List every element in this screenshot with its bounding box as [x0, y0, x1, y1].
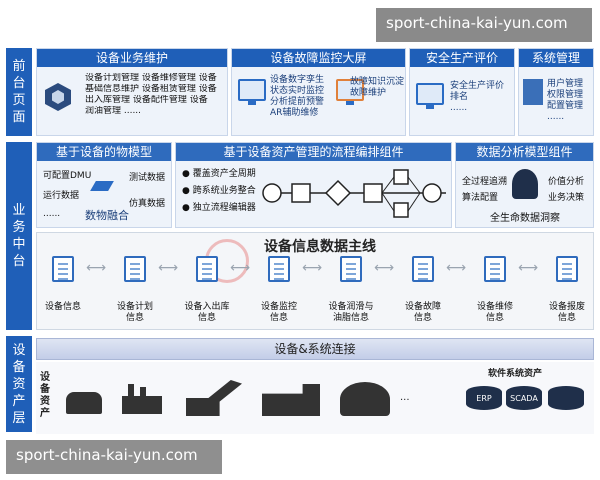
monitor-icon [238, 79, 266, 105]
document-icon [196, 256, 218, 282]
fault-text: 设备数字孪生 [270, 75, 325, 85]
fault-text: 故障维护 [350, 88, 387, 98]
maint-row: 润油管理 ...... [85, 106, 142, 116]
flow-diagram [262, 169, 446, 218]
document-icon [52, 256, 74, 282]
model-item: 测试数据 [129, 173, 166, 183]
bus-node-label: 设备入出库 信息 [184, 302, 230, 323]
flow-bullet: ● 跨系统业务整合 [182, 186, 256, 196]
flow-bullet: ● 覆盖资产全周期 [182, 169, 256, 179]
panel-title: 设备故障监控大屏 [232, 49, 405, 67]
hexagon-icon [45, 83, 71, 111]
analysis-item: 算法配置 [462, 193, 499, 203]
layer-label-device: 设备资产层 [6, 336, 32, 432]
panel-title: 基于设备资产管理的流程编排组件 [176, 143, 451, 161]
bus-node-label: 设备故障 信息 [404, 302, 441, 323]
bus-node-label: 设备维修 信息 [476, 302, 513, 323]
maint-row: 出入库管理 设备配件管理 设备 [85, 95, 208, 105]
watermark-top: sport-china-kai-yun.com [376, 8, 592, 42]
document-icon [268, 256, 290, 282]
maint-row: 基础信息维护 设备租赁管理 设备 [85, 84, 217, 94]
bus-node-label: 设备监控 信息 [260, 302, 297, 323]
crusher-icon [340, 382, 390, 416]
panel-system-management: 系统管理 用户管理 权限管理 配置管理 ...... [518, 48, 594, 136]
fault-text: 故障知识沉淀 [350, 77, 405, 87]
bidirectional-arrow-icon: ⟷ [446, 260, 467, 276]
panel-device-assets: 设备资产 ... 软件系统资产 ERP SCADA [36, 362, 594, 434]
erp-cylinder: ERP [466, 386, 502, 410]
bidirectional-arrow-icon: ⟷ [158, 260, 179, 276]
document-icon [340, 256, 362, 282]
user-icon [523, 79, 543, 105]
panel-title: 基于设备的物模型 [37, 143, 171, 161]
document-icon [412, 256, 434, 282]
watermark-bottom: sport-china-kai-yun.com [6, 440, 222, 474]
more-devices: ... [400, 392, 410, 403]
plane-icon [90, 181, 114, 191]
brain-icon [512, 169, 538, 199]
sys-item: 用户管理 [547, 79, 584, 89]
safety-text: 安全生产评价 [450, 81, 505, 91]
model-item: 运行数据 [43, 191, 80, 201]
panel-device-maintenance: 设备业务维护 设备计划管理 设备维修管理 设备 基础信息维护 设备租赁管理 设备… [36, 48, 228, 136]
fault-text: 分析提前预警 [270, 97, 325, 107]
panel-fault-monitor: 设备故障监控大屏 设备数字孪生 状态实时监控 分析提前预警 AR辅助维修 故障知… [231, 48, 406, 136]
flow-bullet: ● 独立流程编辑器 [182, 203, 256, 213]
analysis-item: 价值分析 [548, 177, 585, 187]
bus-node-label: 设备计划 信息 [116, 302, 153, 323]
asset-label: 设备资产 [40, 372, 50, 419]
safety-text: ...... [450, 103, 468, 113]
analysis-item: 全生命数据洞察 [490, 213, 560, 224]
chart-monitor-icon [336, 79, 364, 105]
model-item: 数物融合 [85, 209, 129, 222]
panel-data-analysis: 数据分析模型组件 全过程追溯 算法配置 价值分析 业务决策 全生命数据洞察 [455, 142, 594, 228]
panel-title: 设备业务维护 [37, 49, 227, 67]
fault-text: AR辅助维修 [270, 108, 319, 118]
model-item: 仿真数据 [129, 199, 166, 209]
panel-title: 数据分析模型组件 [456, 143, 593, 161]
database-cylinder [548, 386, 584, 410]
panel-title: 安全生产评价 [410, 49, 514, 67]
factory-icon [122, 384, 162, 414]
dump-truck-icon [262, 384, 320, 416]
layer-label-middle: 业务中台 [6, 142, 32, 330]
bidirectional-arrow-icon: ⟷ [302, 260, 323, 276]
bidirectional-arrow-icon: ⟷ [518, 260, 539, 276]
analysis-item: 业务决策 [548, 193, 585, 203]
bus-title: 设备信息数据主线 [264, 239, 376, 255]
bus-node-label: 设备润滑与 油脂信息 [328, 302, 374, 323]
bus-node-label: 设备报废 信息 [548, 302, 585, 323]
bulb-monitor-icon [416, 83, 444, 109]
layer-label-front: 前台页面 [6, 48, 32, 136]
bidirectional-arrow-icon: ⟷ [374, 260, 395, 276]
software-title: 软件系统资产 [488, 369, 543, 379]
sys-item: 配置管理 [547, 101, 584, 111]
model-item: 可配置DMU [43, 171, 92, 181]
bus-node-label: 设备信息 [44, 302, 81, 312]
maint-row: 设备计划管理 设备维修管理 设备 [85, 73, 217, 83]
connection-bar: 设备&系统连接 [36, 338, 594, 360]
scada-cylinder: SCADA [506, 386, 542, 410]
sys-item: 权限管理 [547, 90, 584, 100]
mine-cart-icon [66, 392, 102, 414]
sys-item: ...... [547, 112, 565, 122]
document-icon [124, 256, 146, 282]
excavator-icon [186, 380, 242, 416]
analysis-item: 全过程追溯 [462, 177, 508, 187]
document-icon [556, 256, 578, 282]
panel-flow-orchestration: 基于设备资产管理的流程编排组件 ● 覆盖资产全周期 ● 跨系统业务整合 ● 独立… [175, 142, 452, 228]
fault-text: 状态实时监控 [270, 86, 325, 96]
bidirectional-arrow-icon: ⟷ [86, 260, 107, 276]
panel-safety-evaluation: 安全生产评价 安全生产评价 排名 ...... [409, 48, 515, 136]
panel-title: 系统管理 [519, 49, 593, 67]
document-icon [484, 256, 506, 282]
safety-text: 排名 [450, 92, 469, 102]
bidirectional-arrow-icon: ⟷ [230, 260, 251, 276]
model-item: ...... [43, 209, 61, 219]
panel-object-model: 基于设备的物模型 可配置DMU 运行数据 ...... 测试数据 仿真数据 数物… [36, 142, 172, 228]
